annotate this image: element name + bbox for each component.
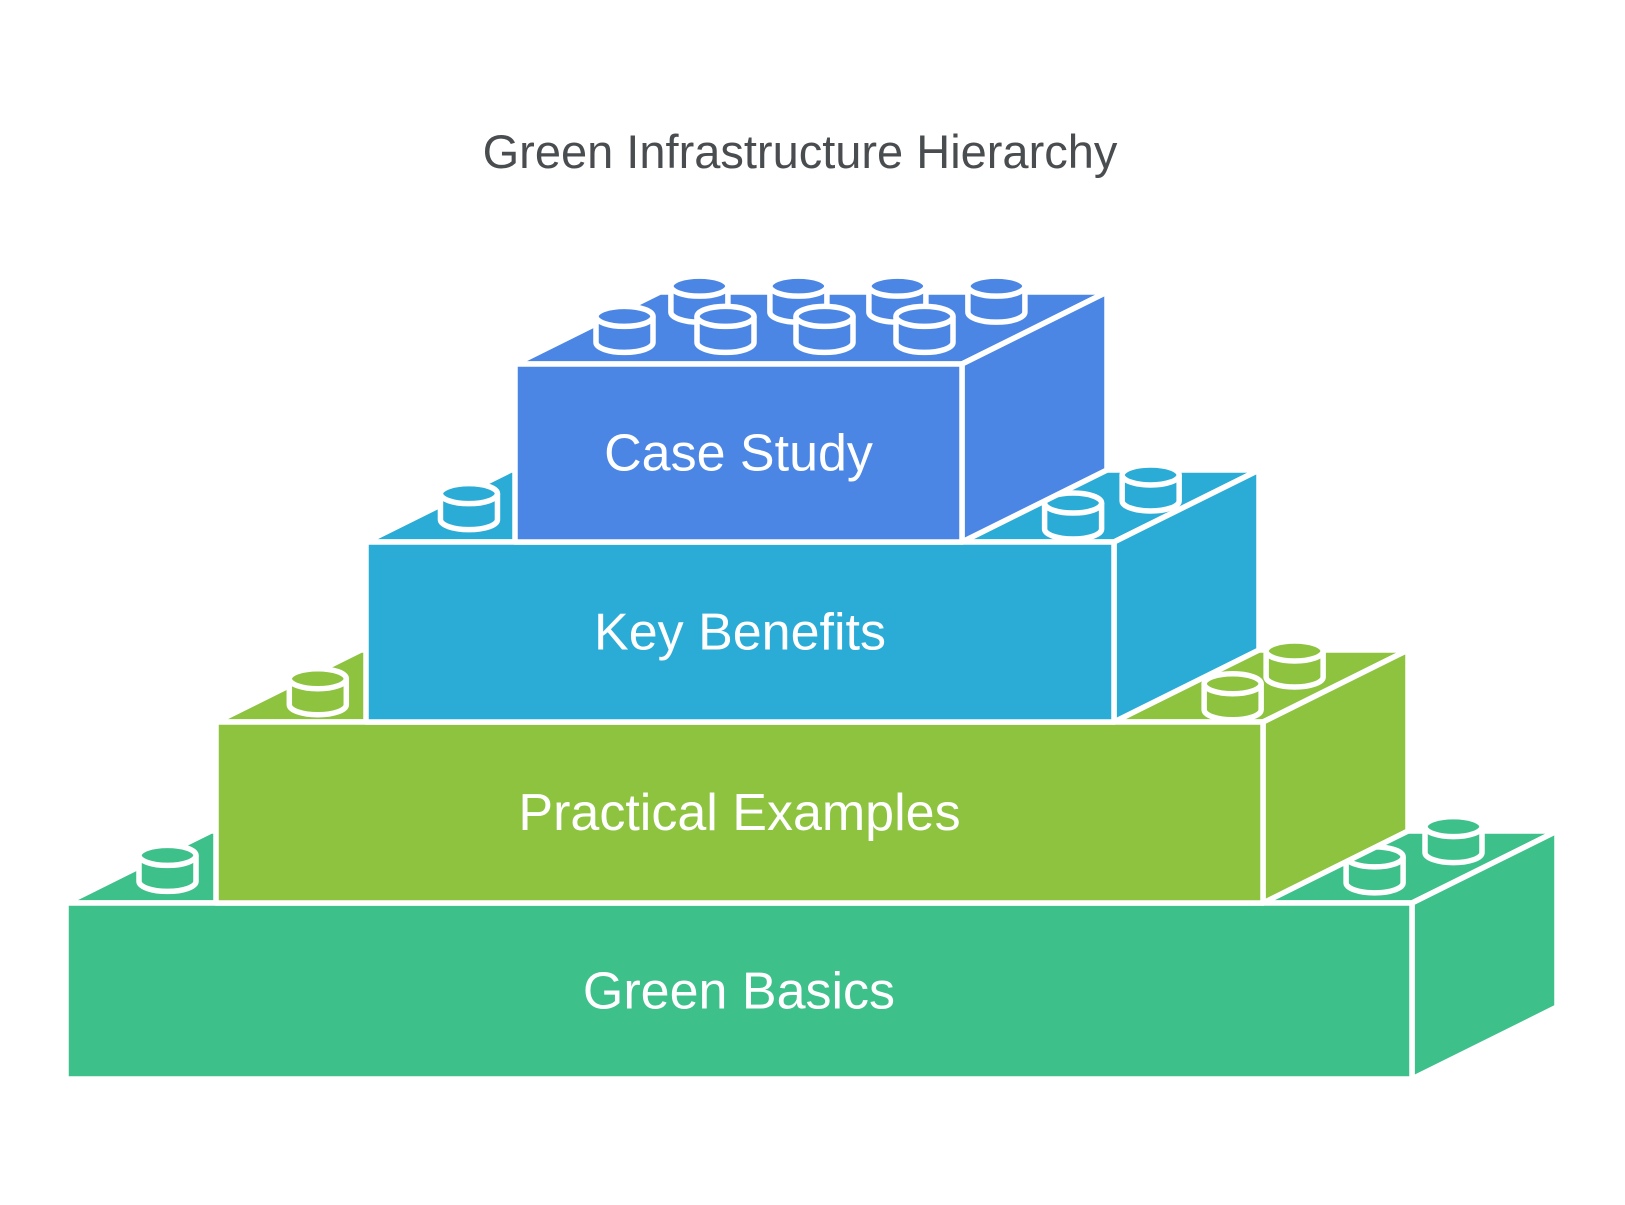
stud-top	[1263, 638, 1326, 664]
stud-top	[668, 273, 731, 299]
stud-top	[793, 303, 856, 330]
stud	[136, 842, 199, 895]
stud-top	[437, 480, 501, 507]
brick-label: Key Benefits	[594, 604, 886, 662]
stud-top	[965, 273, 1028, 299]
stud	[893, 303, 956, 356]
stud	[1422, 813, 1485, 866]
stud-top	[866, 273, 929, 299]
brick-front-face	[512, 361, 965, 545]
stud-top	[694, 303, 757, 330]
diagram-title: Green Infrastructure Hierarchy	[483, 125, 1118, 178]
stud	[965, 273, 1028, 325]
stud	[793, 303, 856, 356]
stud	[694, 303, 757, 356]
stud	[866, 273, 929, 325]
stud-top	[893, 303, 956, 330]
stud	[1119, 462, 1182, 514]
brick-case-study: Case Study	[512, 273, 1110, 545]
brick-label: Practical Examples	[518, 784, 960, 842]
stud-top	[286, 665, 350, 692]
stud	[593, 303, 656, 356]
stud-top	[1201, 671, 1264, 697]
stud-top	[1422, 813, 1485, 840]
stud-top	[136, 842, 199, 869]
stud	[437, 480, 501, 533]
stud	[1201, 671, 1264, 723]
brick-label: Green Basics	[583, 963, 895, 1021]
stud-top	[593, 303, 656, 330]
stud	[1263, 638, 1326, 690]
stud	[1041, 490, 1105, 542]
stud-top	[767, 273, 830, 299]
stud	[286, 665, 350, 718]
stud-top	[1119, 462, 1182, 488]
brick-label: Case Study	[604, 425, 873, 483]
